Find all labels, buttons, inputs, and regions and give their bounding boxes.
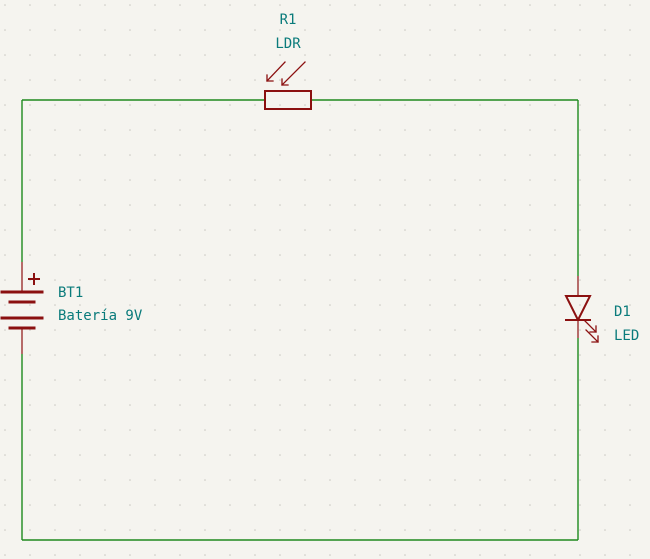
d1-value-label: LED — [614, 328, 639, 344]
component-bt1-battery[interactable]: BT1 Batería 9V — [0, 262, 143, 354]
resistor-body — [264, 90, 312, 110]
component-r1-ldr[interactable]: R1 LDR — [264, 12, 312, 110]
r1-reference-label: R1 — [280, 12, 297, 28]
bt1-value-label: Batería 9V — [58, 308, 143, 324]
component-d1-led[interactable]: D1 LED — [564, 276, 639, 344]
wires — [21, 99, 579, 541]
led-triangle — [564, 295, 592, 323]
grid-dots — [4, 4, 631, 556]
plus-sign-icon — [28, 273, 40, 285]
r1-value-label: LDR — [275, 36, 301, 52]
light-arrows-icon — [266, 61, 306, 86]
light-emission-arrows-icon — [583, 319, 599, 343]
bt1-reference-label: BT1 — [58, 285, 83, 301]
d1-reference-label: D1 — [614, 304, 631, 320]
